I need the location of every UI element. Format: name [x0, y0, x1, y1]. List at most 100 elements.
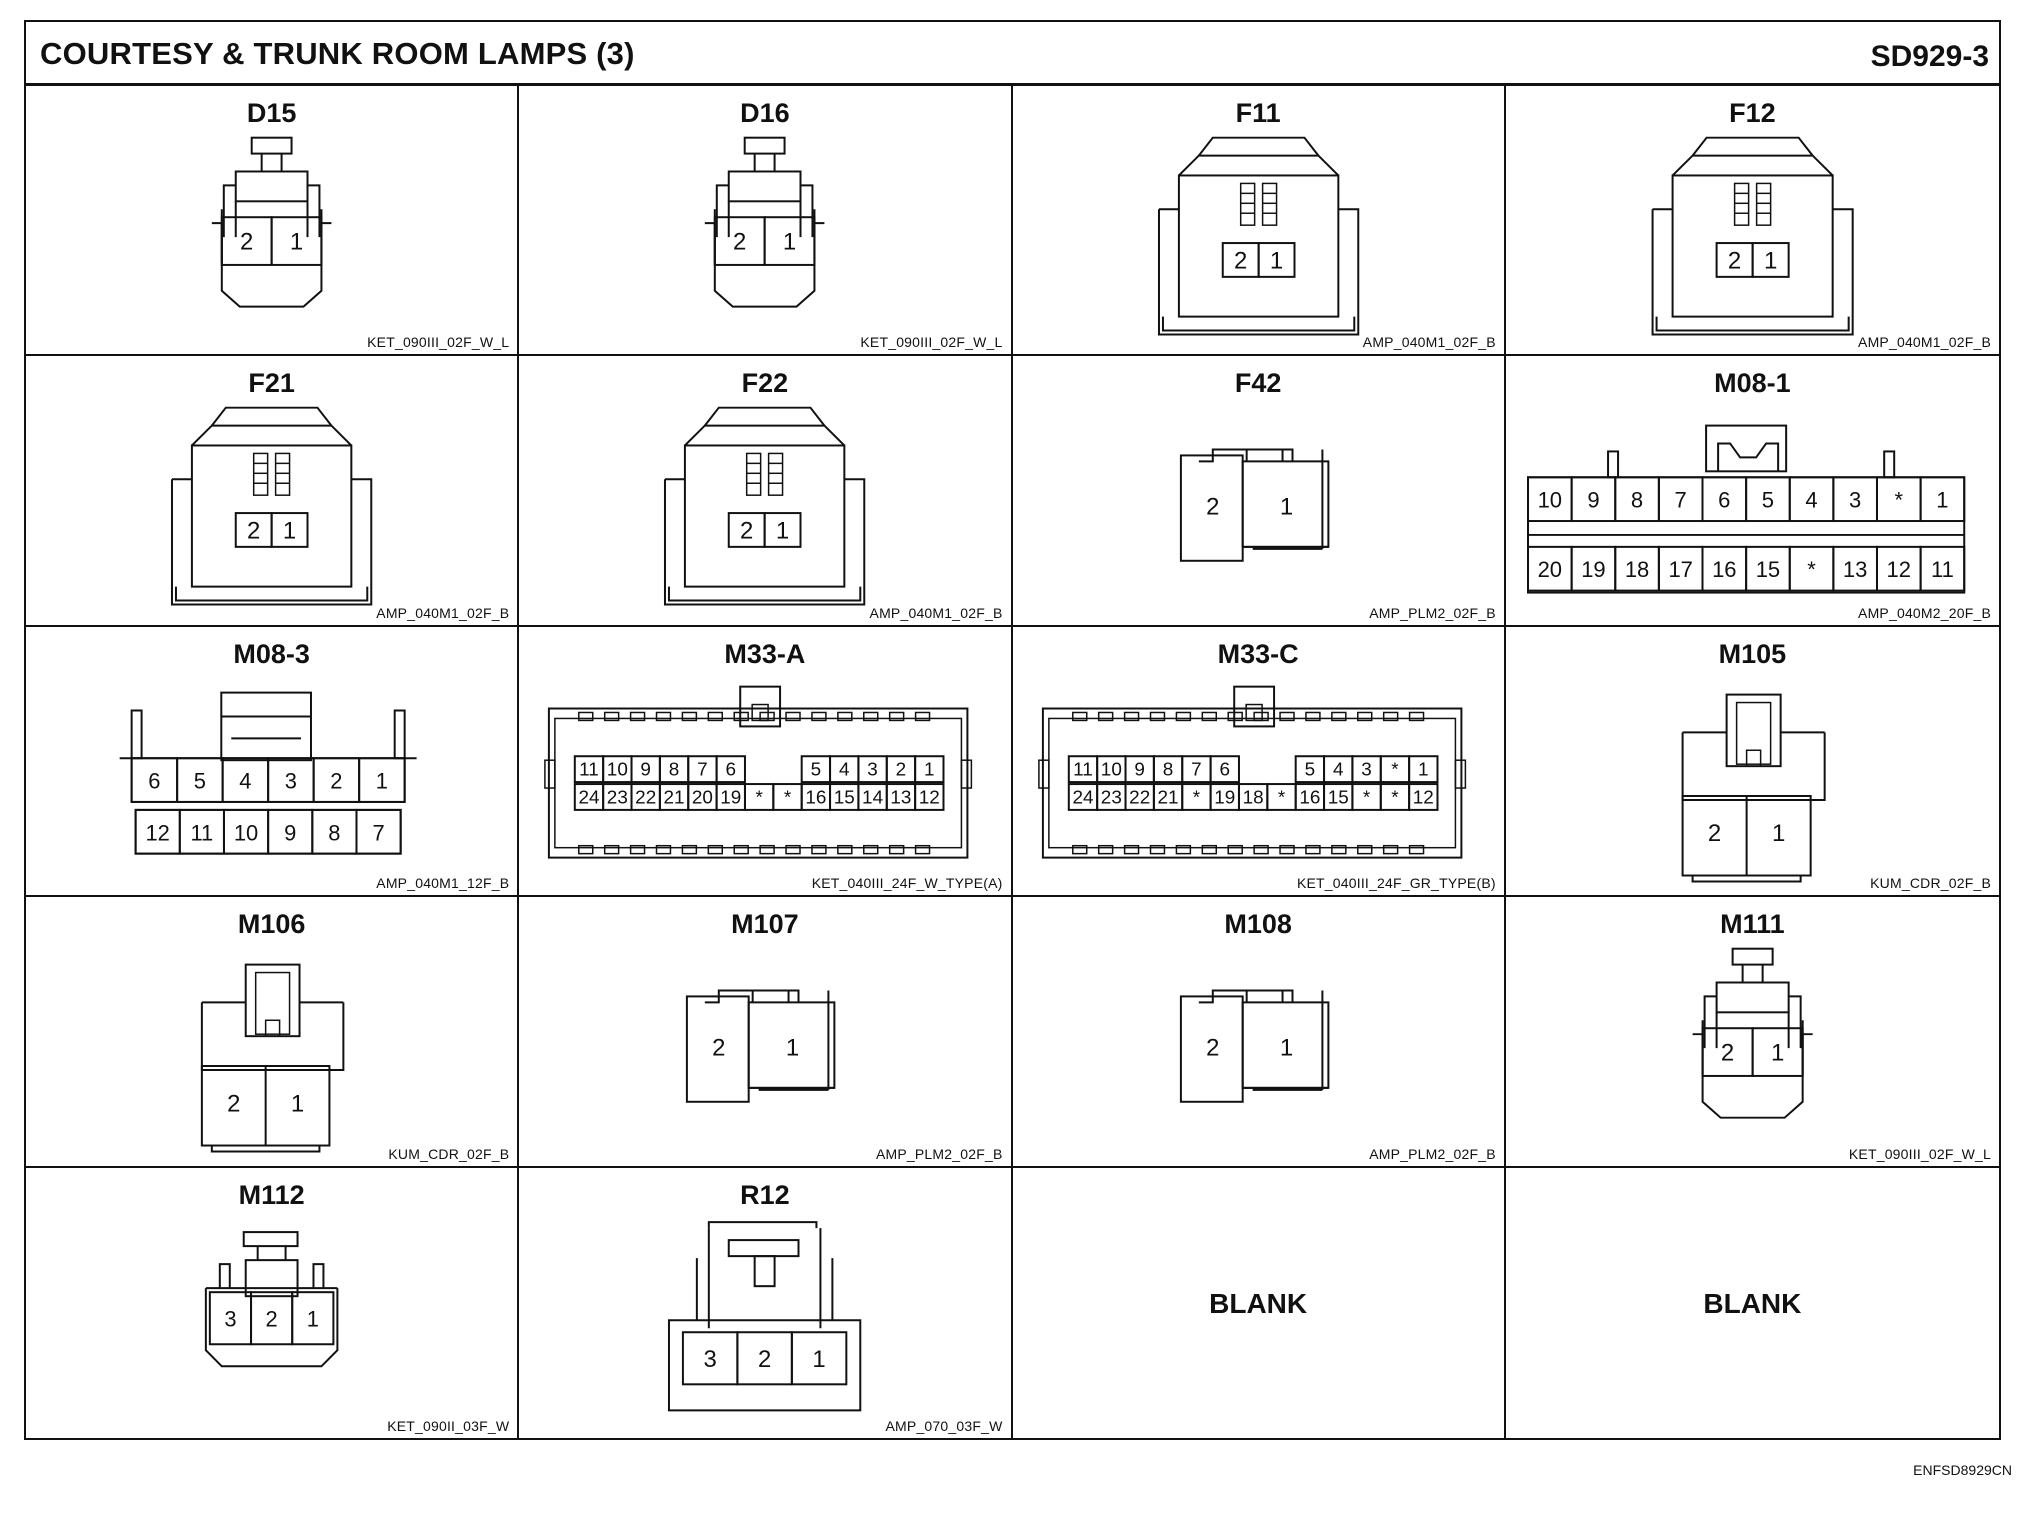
pin-number: 5 [194, 768, 206, 793]
pin-number: 20 [1537, 558, 1561, 583]
pin-number: 15 [1755, 558, 1779, 583]
pin-number: 11 [1931, 558, 1954, 583]
page-title: COURTESY & TRUNK ROOM LAMPS (3) [40, 36, 635, 71]
housing-outline [1382, 844, 1398, 855]
connector-name: M111 [1720, 909, 1785, 940]
housing-outline [705, 989, 830, 1091]
housing-outline [1149, 844, 1165, 855]
housing-outline [681, 711, 698, 721]
housing-outline [753, 153, 776, 172]
housing-outline [1252, 844, 1269, 855]
pin-number: 17 [1668, 558, 1692, 583]
housing-outline [811, 711, 827, 721]
housing-outline [1704, 424, 1787, 473]
pin-number: 14 [862, 787, 883, 808]
pin-number: 1 [776, 518, 789, 545]
connector-name: D16 [740, 98, 790, 128]
pin-number: 9 [1587, 488, 1599, 513]
pin-cavity [1919, 546, 1965, 592]
pin-number: 16 [806, 787, 827, 808]
housing-outline [1242, 1087, 1328, 1092]
pin-cavity [1257, 242, 1295, 278]
connector-name: M08-1 [1714, 368, 1791, 399]
housing-outline [130, 709, 143, 760]
housing-outline [746, 453, 762, 497]
housing-outline [759, 711, 776, 721]
housing-outline [218, 1262, 325, 1288]
housing-outline [708, 1227, 822, 1328]
housing-outline [668, 587, 862, 602]
pin-number: 9 [641, 759, 652, 780]
housing-outline [1304, 711, 1321, 721]
pin-number: 4 [1805, 488, 1817, 513]
pin-number: 23 [1100, 787, 1121, 808]
pin-number: 13 [891, 787, 912, 808]
housing-outline [578, 711, 594, 721]
pin-number: 12 [1412, 787, 1433, 808]
pin-number: 19 [721, 787, 742, 808]
housing-outline [753, 1254, 776, 1287]
pin-cavity [270, 512, 309, 549]
pin-number: 1 [376, 768, 388, 793]
pin-number: 3 [1361, 759, 1372, 780]
connector-part-code: KUM_CDR_02F_B [388, 1145, 510, 1162]
housing-outline [1278, 711, 1295, 721]
pin-number: 3 [285, 768, 297, 793]
pin-number: * [1391, 759, 1399, 780]
housing-outline [889, 711, 905, 721]
housing-outline [759, 844, 776, 855]
pin-number: 19 [1214, 787, 1235, 808]
pin-number: 22 [1129, 787, 1150, 808]
housing-outline [211, 407, 333, 427]
connector-name: R12 [740, 1179, 790, 1210]
housing-outline [1239, 182, 1255, 226]
housing-outline [1175, 711, 1191, 721]
pin-number: * [1192, 787, 1200, 808]
housing-outline [1123, 844, 1139, 855]
pin-number: 12 [146, 820, 170, 845]
connector-name: M105 [1718, 638, 1787, 669]
connector-part-code: KUM_CDR_02F_B [1870, 875, 1991, 892]
pin-cavity [358, 757, 406, 803]
connector-part-code: KET_090III_02F_W_L [1848, 1145, 1991, 1162]
housing-outline [1198, 448, 1323, 550]
pin-cavity [715, 755, 747, 783]
housing-outline [1741, 964, 1764, 983]
housing-outline [707, 844, 724, 855]
housing-outline [174, 587, 369, 602]
pin-number: 2 [1728, 247, 1741, 274]
pin-number: 1 [924, 759, 935, 780]
housing-outline [708, 1220, 818, 1228]
connector-name: M08-3 [233, 638, 310, 669]
pin-number: 4 [839, 759, 850, 780]
housing-outline [256, 1245, 287, 1260]
connector-name: M106 [237, 909, 306, 940]
pin-cavity [270, 216, 323, 266]
housing-outline [1701, 1020, 1804, 1119]
pin-cavity [1407, 782, 1438, 811]
housing-outline [210, 1145, 321, 1153]
housing-outline [191, 424, 353, 447]
pin-number: 21 [1157, 787, 1178, 808]
housing-outline [716, 184, 814, 238]
housing-outline [250, 136, 293, 155]
connector-name: M33-C [1217, 638, 1299, 669]
connector-part-code: AMP_040M1_02F_B [1858, 334, 1991, 351]
housing-outline [630, 711, 646, 721]
pin-cavity [914, 755, 945, 783]
pin-number: 2 [227, 1090, 240, 1117]
pin-cavity [1407, 755, 1438, 783]
